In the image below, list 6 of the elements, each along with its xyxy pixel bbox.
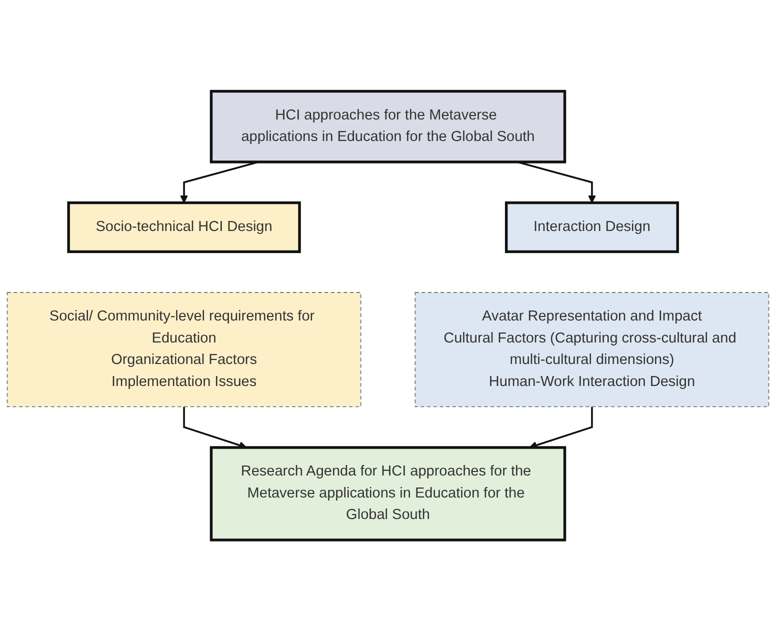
node-box: Interaction Design xyxy=(504,201,679,253)
node-box: Social/ Community-level requirements for Education Organizational Factors Implementation Issues xyxy=(6,292,362,408)
node-box: Socio-technical HCI Design xyxy=(67,201,301,253)
node-box: HCI approaches for the Metaverse applications in Education for the Global South xyxy=(210,90,566,164)
node-box: Avatar Representation and Impact Cultural Factors (Capturing cross-cultural and multi-cultural dimensions) Human-Work Interaction Design xyxy=(414,292,770,408)
node-box: Research Agenda for HCI approaches for the Metaverse applications in Education for the Global South xyxy=(210,446,566,542)
